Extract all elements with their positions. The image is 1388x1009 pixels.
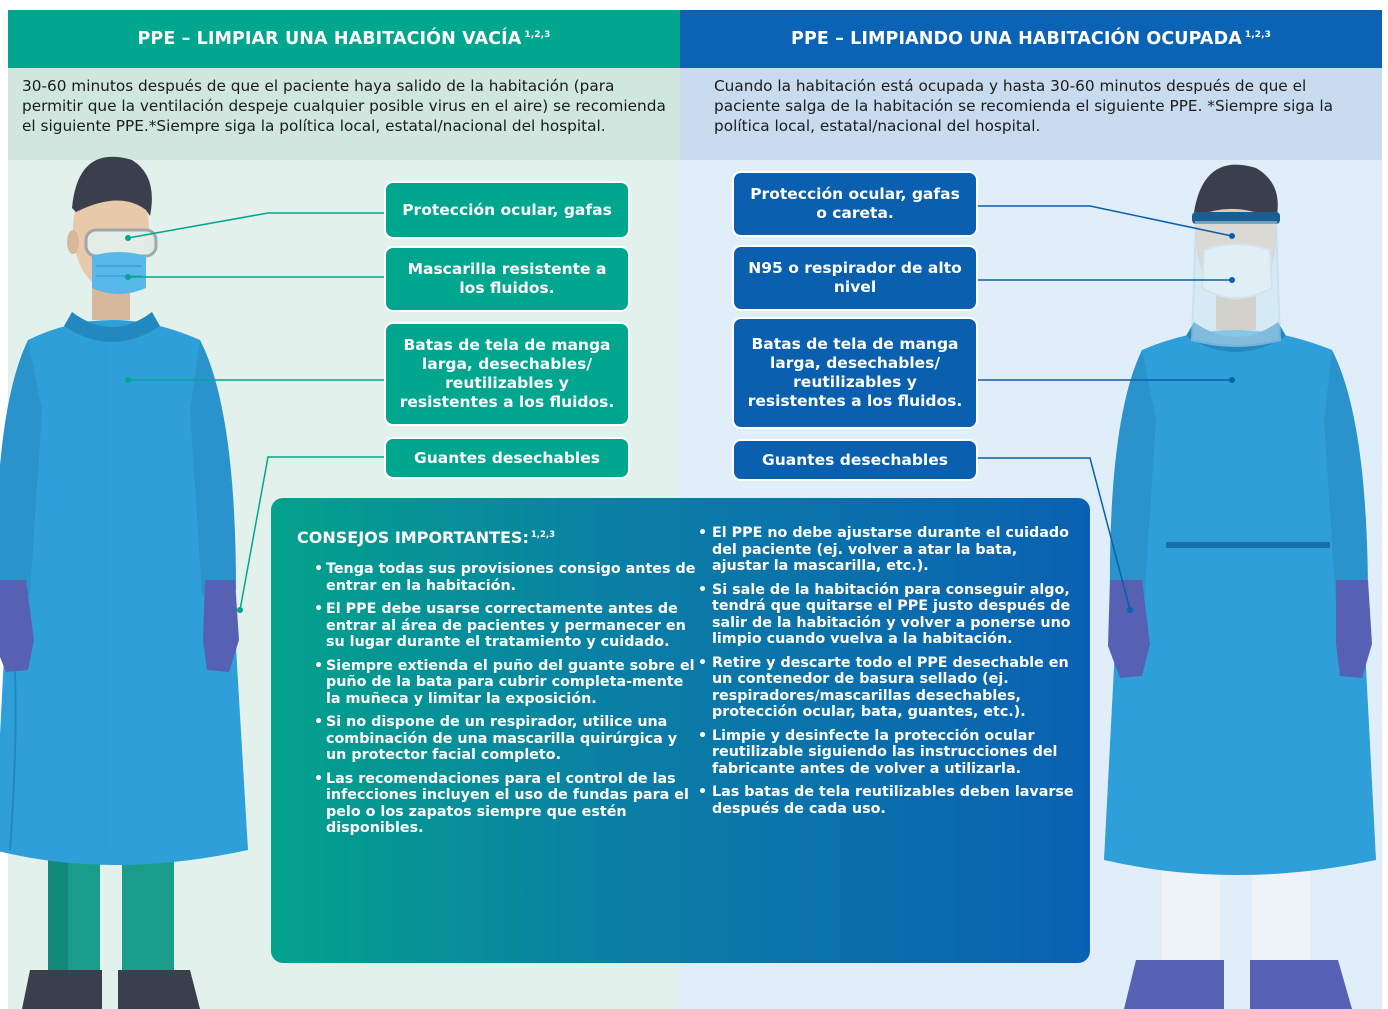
tips-title-refs: 1,2,3 xyxy=(530,529,556,540)
label-gown-right: Batas de tela de manga larga, desechable… xyxy=(732,317,978,429)
right-title-refs: 1,2,3 xyxy=(1244,30,1271,40)
left-intro-text: 30-60 minutos después de que el paciente… xyxy=(8,68,680,160)
tip-item: Las batas de tela reutilizables deben la… xyxy=(696,784,1076,817)
label-fluid-resistant-mask: Mascarilla resistente a los fluidos. xyxy=(384,246,630,312)
label-n95-respirator: N95 o respirador de alto nivel xyxy=(732,245,978,311)
tips-right-list: El PPE no debe ajustarse durante el cuid… xyxy=(696,525,1076,817)
tip-item: Siempre extienda el puño del guante sobr… xyxy=(297,658,697,708)
left-title-refs: 1,2,3 xyxy=(524,30,551,40)
left-health-worker-illustration xyxy=(0,156,248,1009)
right-title-text: PPE – LIMPIANDO UNA HABITACIÓN OCUPADA xyxy=(791,29,1242,49)
label-eye-protection-shield: Protección ocular, gafas o careta. xyxy=(732,171,978,237)
tips-left-column: CONSEJOS IMPORTANTES:1,2,3 Tenga todas s… xyxy=(297,498,697,844)
tips-right-column: El PPE no debe ajustarse durante el cuid… xyxy=(696,498,1076,824)
tip-item: Retire y descarte todo el PPE desechable… xyxy=(696,655,1076,721)
tip-item: Tenga todas sus provisiones consigo ante… xyxy=(297,561,697,594)
right-intro-text: Cuando la habitación está ocupada y hast… xyxy=(680,68,1382,160)
right-health-worker-illustration xyxy=(1104,164,1376,1009)
tip-item: Si no dispone de un respirador, utilice … xyxy=(297,714,697,764)
label-gown-left: Batas de tela de manga larga, desechable… xyxy=(384,322,630,426)
tip-item: Si sale de la habitación para conseguir … xyxy=(696,582,1076,648)
tips-title-text: CONSEJOS IMPORTANTES: xyxy=(297,528,529,547)
tip-item: Las recomendaciones para el control de l… xyxy=(297,771,697,837)
tips-left-list: Tenga todas sus provisiones consigo ante… xyxy=(297,561,697,837)
label-eye-protection-goggles: Protección ocular, gafas xyxy=(384,181,630,239)
important-tips-box: CONSEJOS IMPORTANTES:1,2,3 Tenga todas s… xyxy=(271,498,1090,963)
tip-item: El PPE no debe ajustarse durante el cuid… xyxy=(696,525,1076,575)
tips-title: CONSEJOS IMPORTANTES:1,2,3 xyxy=(297,528,697,547)
tip-item: El PPE debe usarse correctamente antes d… xyxy=(297,601,697,651)
left-title-text: PPE – LIMPIAR UNA HABITACIÓN VACÍA xyxy=(137,29,522,49)
label-gloves-right: Guantes desechables xyxy=(732,439,978,481)
tip-item: Limpie y desinfecte la protección ocular… xyxy=(696,728,1076,778)
label-gloves-left: Guantes desechables xyxy=(384,437,630,479)
